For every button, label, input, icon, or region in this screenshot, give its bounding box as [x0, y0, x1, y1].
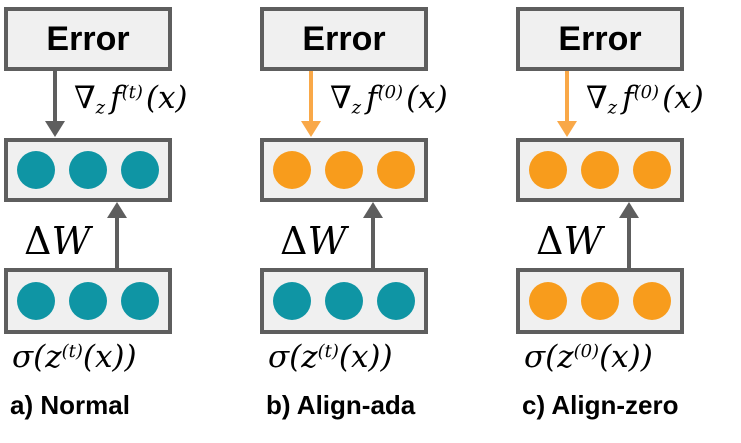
error-box: Error: [260, 7, 428, 71]
gradient-argument: (x): [145, 80, 188, 116]
weight-update-arrow-head: [619, 202, 639, 218]
unit-neuron: [121, 282, 159, 320]
gradient-subscript: z: [607, 97, 618, 119]
error-label: Error: [558, 19, 642, 58]
delta-symbol: Δ: [536, 219, 564, 263]
unit-neuron: [633, 282, 671, 320]
column-caption: b) Align-ada: [266, 390, 416, 420]
unit-neuron: [529, 151, 567, 189]
hidden-units-box-bottom: [516, 268, 684, 334]
unit-neuron: [581, 151, 619, 189]
activation-label: σ(z(t)(x)): [268, 342, 393, 373]
error-box: Error: [516, 7, 684, 71]
gradient-arrow-head: [301, 121, 321, 137]
activation-superscript: (t): [61, 341, 83, 363]
nabla-symbol: ∇: [330, 80, 352, 116]
error-box: Error: [4, 7, 172, 71]
activation-superscript: (0): [573, 341, 600, 363]
gradient-arrow-stem: [565, 71, 569, 123]
gradient-arrow-stem: [309, 71, 313, 123]
function-symbol: f: [110, 80, 122, 116]
activation-variable: z: [301, 339, 318, 375]
weight-update-arrow-stem: [627, 217, 631, 268]
sigma-symbol: σ(: [12, 339, 46, 375]
column-caption: a) Normal: [10, 390, 130, 420]
unit-neuron: [529, 282, 567, 320]
activation-label: σ(z(t)(x)): [12, 342, 137, 373]
unit-neuron: [377, 151, 415, 189]
weight-update-arrow-stem: [115, 217, 119, 268]
delta-symbol: Δ: [24, 219, 52, 263]
unit-neuron: [69, 282, 107, 320]
unit-neuron: [17, 282, 55, 320]
gradient-superscript: (t): [121, 82, 143, 104]
hidden-units-box-bottom: [260, 268, 428, 334]
weight-symbol: W: [51, 219, 91, 263]
gradient-arrow-head: [45, 121, 65, 137]
weight-update-arrow-stem: [371, 217, 375, 268]
gradient-subscript: z: [351, 97, 362, 119]
unit-neuron: [377, 282, 415, 320]
activation-argument: (x)): [338, 339, 393, 375]
weight-symbol: W: [563, 219, 603, 263]
activation-variable: z: [557, 339, 574, 375]
hidden-units-box-top: [516, 138, 684, 202]
sigma-symbol: σ(: [268, 339, 302, 375]
gradient-argument: (x): [406, 80, 448, 116]
unit-neuron: [325, 151, 363, 189]
activation-argument: (x)): [599, 339, 653, 375]
delta-symbol: Δ: [280, 219, 308, 263]
weight-symbol: W: [307, 219, 347, 263]
error-label: Error: [302, 19, 386, 58]
unit-neuron: [581, 282, 619, 320]
activation-variable: z: [45, 339, 62, 375]
gradient-superscript: (0): [377, 82, 404, 104]
gradient-arrow-stem: [53, 71, 57, 123]
gradient-argument: (x): [662, 80, 704, 116]
hidden-units-box-top: [260, 138, 428, 202]
gradient-arrow-head: [557, 121, 577, 137]
unit-neuron: [273, 282, 311, 320]
activation-argument: (x)): [82, 339, 137, 375]
hidden-units-box-bottom: [4, 268, 172, 334]
delta-w-label: ΔW: [24, 222, 91, 260]
weight-update-arrow-head: [107, 202, 127, 218]
unit-neuron: [273, 151, 311, 189]
function-symbol: f: [622, 80, 634, 116]
nabla-symbol: ∇: [74, 80, 96, 116]
gradient-subscript: z: [95, 97, 106, 119]
hidden-units-box-top: [4, 138, 172, 202]
unit-neuron: [325, 282, 363, 320]
error-label: Error: [46, 19, 130, 58]
activation-label: σ(z(0)(x)): [524, 342, 653, 373]
sigma-symbol: σ(: [524, 339, 558, 375]
delta-w-label: ΔW: [536, 222, 603, 260]
gradient-superscript: (0): [633, 82, 660, 104]
unit-neuron: [69, 151, 107, 189]
function-symbol: f: [366, 80, 378, 116]
activation-superscript: (t): [317, 341, 339, 363]
unit-neuron: [17, 151, 55, 189]
unit-neuron: [633, 151, 671, 189]
unit-neuron: [121, 151, 159, 189]
delta-w-label: ΔW: [280, 222, 347, 260]
weight-update-arrow-head: [363, 202, 383, 218]
column-caption: c) Align-zero: [522, 390, 679, 420]
nabla-symbol: ∇: [586, 80, 608, 116]
